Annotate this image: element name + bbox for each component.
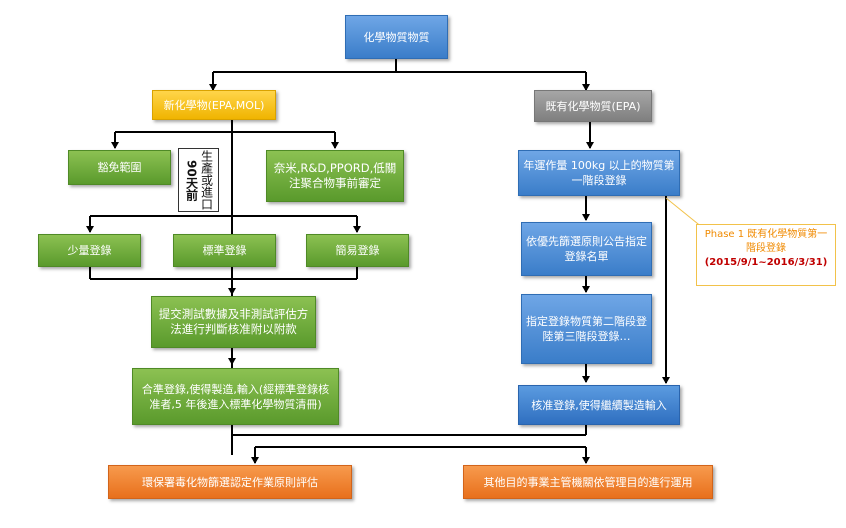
node-epa-evaluation: 環保署毒化物篩選認定作業原則評估 bbox=[108, 465, 352, 499]
node-small-registration: 少量登錄 bbox=[38, 234, 141, 267]
node-phase1-registration: 年運作量 100kg 以上的物質第一階段登錄 bbox=[518, 150, 680, 196]
node-new-chemical: 新化學物(EPA,MOL) bbox=[152, 90, 276, 120]
node-approved-registration: 合準登錄,使得製造,輸入(經標準登錄核准者,5 年後進入標準化學物質清冊) bbox=[132, 368, 339, 425]
node-nano-rd-ppord: 奈米,R&D,PPORD,低關注聚合物事前審定 bbox=[266, 150, 404, 202]
node-approved-existing: 核准登錄,使得繼續製造輸入 bbox=[518, 385, 680, 425]
note-produce-import: 生產或進口 bbox=[199, 150, 214, 210]
note-90-days-before-production: 生產或進口 90天前 bbox=[178, 148, 219, 212]
node-existing-chemical: 既有化學物質(EPA) bbox=[534, 90, 652, 122]
phase1-callout: Phase 1 既有化學物質第一階段登錄 (2015/9/1~2016/3/31… bbox=[696, 224, 836, 286]
node-submit-test-data: 提交測試數據及非測試評估方法進行判斷核准附以附款 bbox=[151, 296, 316, 348]
node-designated-list: 依優先篩選原則公告指定登錄名單 bbox=[521, 222, 652, 276]
node-simple-registration: 簡易登錄 bbox=[306, 234, 409, 267]
node-designated-registration: 指定登錄物質第二階段登陸第三階段登錄… bbox=[521, 294, 652, 364]
node-exemption: 豁免範圍 bbox=[68, 150, 171, 185]
note-90-days: 90天前 bbox=[184, 159, 199, 201]
phase1-callout-dates: (2015/9/1~2016/3/31) bbox=[704, 257, 828, 268]
phase1-callout-title: Phase 1 既有化學物質第一階段登錄 bbox=[704, 229, 828, 254]
node-standard-registration: 標準登錄 bbox=[173, 234, 276, 267]
node-other-agencies: 其他目的事業主管機關依管理目的進行運用 bbox=[463, 465, 713, 499]
node-root: 化學物質物質 bbox=[345, 15, 448, 59]
